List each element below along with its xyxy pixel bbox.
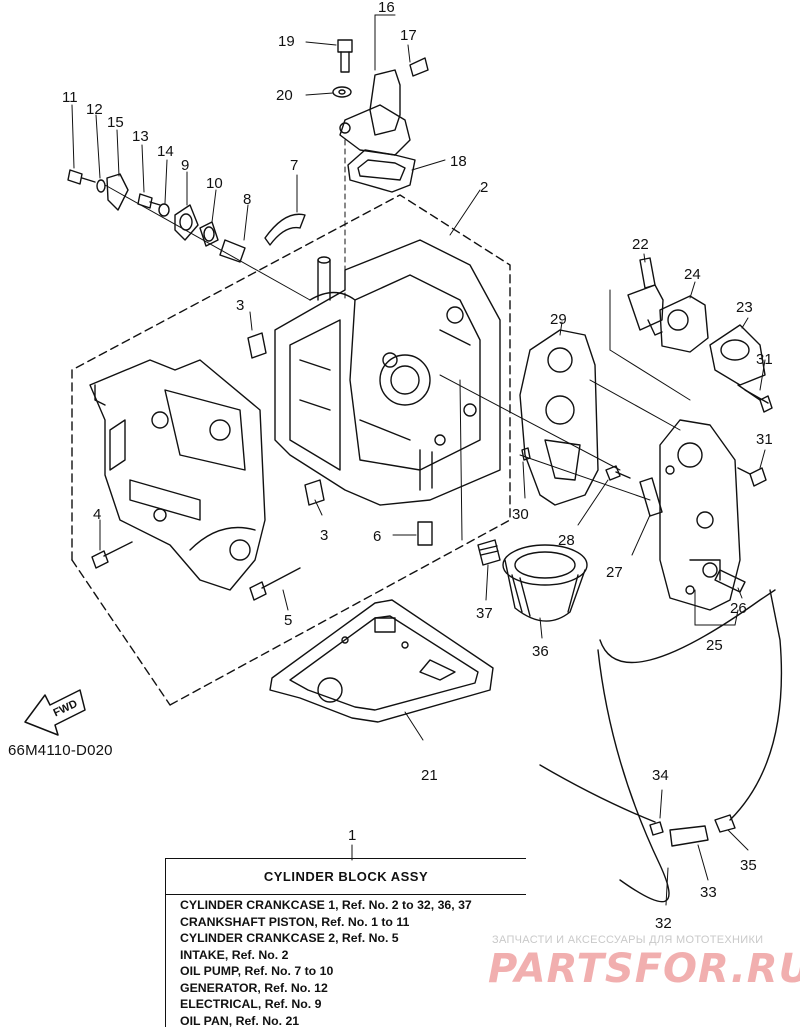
reference-line: INTAKE, Ref. No. 2 [180,947,289,962]
crankcase-2 [89,359,266,591]
callout-33: 33 [700,884,717,901]
callout-25: 25 [706,637,723,654]
callout-17: 17 [400,27,417,44]
callout-31a: 31 [756,351,773,368]
callout-26: 26 [730,600,747,617]
callout-13: 13 [132,128,149,145]
oil-filter [502,544,588,622]
callout-28: 28 [558,532,575,549]
callout-24: 24 [684,266,701,283]
watermark-logo: PARTSFOR.RU [488,946,800,992]
callout-21: 21 [421,767,438,784]
callout-27: 27 [606,564,623,581]
fwd-arrow [24,689,86,736]
callout-32: 32 [655,915,672,932]
reference-line: CRANKSHAFT PISTON, Ref. No. 1 to 11 [180,914,410,929]
callout-numbers: 1 2 3 3 4 5 6 7 8 9 10 11 12 13 14 15 16… [62,0,773,932]
pump-bolt [332,39,353,98]
callout-19: 19 [278,33,295,50]
callout-4: 4 [93,506,101,523]
callout-12: 12 [86,101,103,118]
callout-14: 14 [157,143,174,160]
reference-line: OIL PUMP, Ref. No. 7 to 10 [180,964,334,978]
callout-15: 15 [107,114,124,131]
oil-pump-housing [339,57,429,193]
callout-16: 16 [378,0,395,16]
thermostat [627,257,769,404]
callout-10: 10 [206,175,223,192]
callout-23: 23 [736,299,753,316]
reference-line: ELECTRICAL, Ref. No. 9 [180,997,322,1011]
callout-2: 2 [480,179,488,196]
hoses [539,589,783,903]
callout-3b: 3 [320,527,328,544]
cylinder-block-dashed-box [71,194,511,706]
callout-8: 8 [243,191,251,208]
reference-box: CYLINDER BLOCK ASSY CYLINDER CRANKCASE 1… [165,858,526,1029]
dowels-and-bolts [91,332,773,601]
callout-7: 7 [290,157,298,174]
reference-line: OIL PAN, Ref. No. 21 [180,1013,300,1028]
assembly-lines [104,139,691,541]
callout-20: 20 [276,87,293,104]
callout-36: 36 [532,643,549,660]
callout-29: 29 [550,311,567,328]
callout-30: 30 [512,506,529,523]
oil-pump-gasket [519,329,599,506]
callout-leaders [71,14,766,906]
callout-34: 34 [652,767,669,784]
callout-31b: 31 [756,431,773,448]
watermark-caption: ЗАПЧАСТИ И АКСЕССУАРЫ ДЛЯ МОТОТЕХНИКИ [492,934,764,946]
reference-lines: CYLINDER CRANKCASE 1, Ref. No. 2 to 32, … [180,897,472,1029]
callout-6: 6 [373,528,381,545]
oil-pump-cover [659,419,741,611]
callout-5: 5 [284,612,292,629]
reference-line: CYLINDER CRANKCASE 1, Ref. No. 2 to 32, … [180,898,472,912]
callout-37: 37 [476,605,493,622]
reference-line: GENERATOR, Ref. No. 12 [180,980,328,995]
fwd-label: FWD [52,698,80,719]
callout-3a: 3 [236,297,244,314]
callout-18: 18 [450,153,467,170]
callout-35: 35 [740,857,757,874]
callout-9: 9 [181,157,189,174]
callout-1: 1 [348,827,356,844]
callout-11: 11 [62,89,78,106]
union-bolt [477,539,501,566]
callout-22: 22 [632,236,649,253]
oil-pan-gasket [269,599,494,723]
reference-line: CYLINDER CRANKCASE 2, Ref. No. 5 [180,931,399,945]
diagram-code: 66M4110-D020 [8,742,113,759]
reference-title: CYLINDER BLOCK ASSY [166,869,526,895]
cylinder-block-body [274,239,501,506]
